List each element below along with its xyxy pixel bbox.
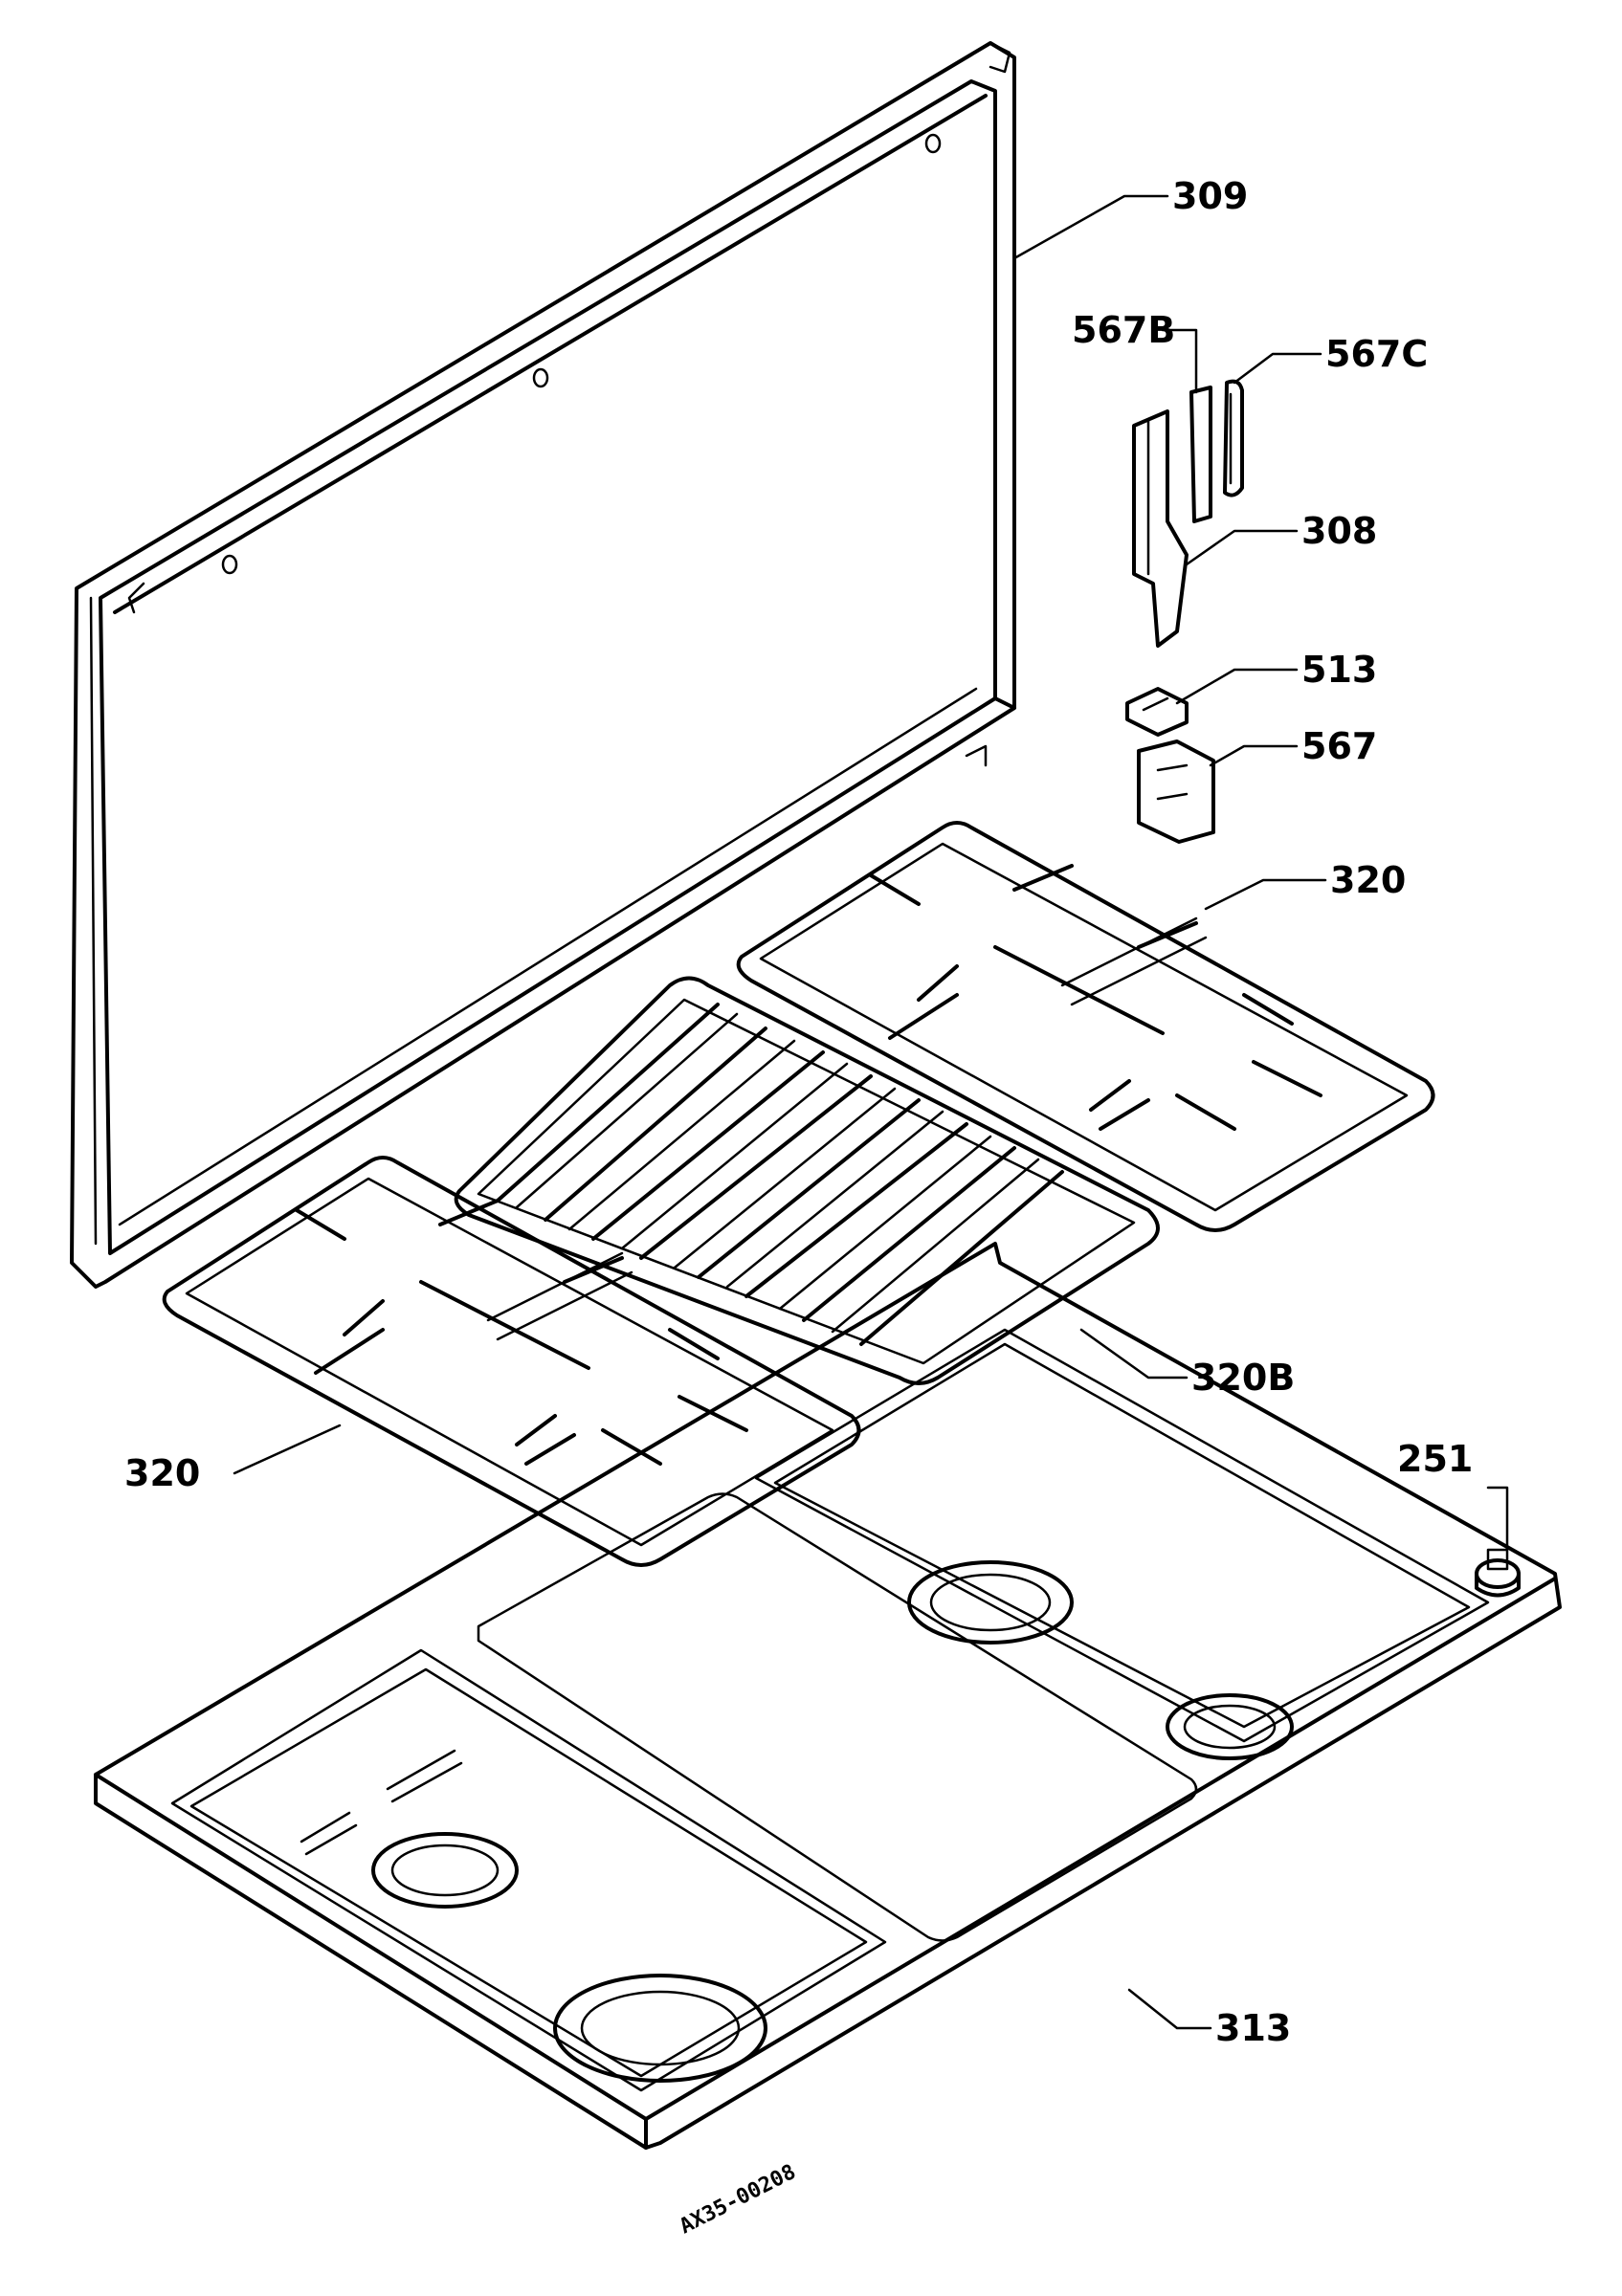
callout-309: 309 [1172,175,1248,217]
foot-251 [1475,1548,1521,1598]
callout-567c: 567C [1325,333,1428,375]
callout-320b: 320B [1191,1357,1295,1399]
right-grate-320 [736,821,1435,1232]
callout-251: 251 [1397,1438,1473,1480]
shim-567b [1189,386,1212,523]
callout-567: 567 [1301,725,1377,767]
plate-567 [1137,740,1215,844]
callout-308: 308 [1301,510,1377,552]
shim-567c [1223,379,1244,497]
callout-567b: 567B [1072,309,1175,351]
leader-lines [233,194,1509,2030]
drawing-code: AX35-00208 [676,2160,799,2239]
hinge-bracket-308 [1132,409,1189,648]
callout-320-left: 320 [124,1452,200,1494]
center-grate-320b [454,976,1160,1385]
callout-513: 513 [1301,649,1377,691]
callout-320-right: 320 [1330,859,1406,901]
clip-513 [1125,687,1189,737]
cooktop-base-313 [94,1242,1562,2150]
left-grate-320 [162,1156,861,1567]
lid-panel-309 [70,41,1016,1289]
callout-313: 313 [1215,2007,1291,2049]
